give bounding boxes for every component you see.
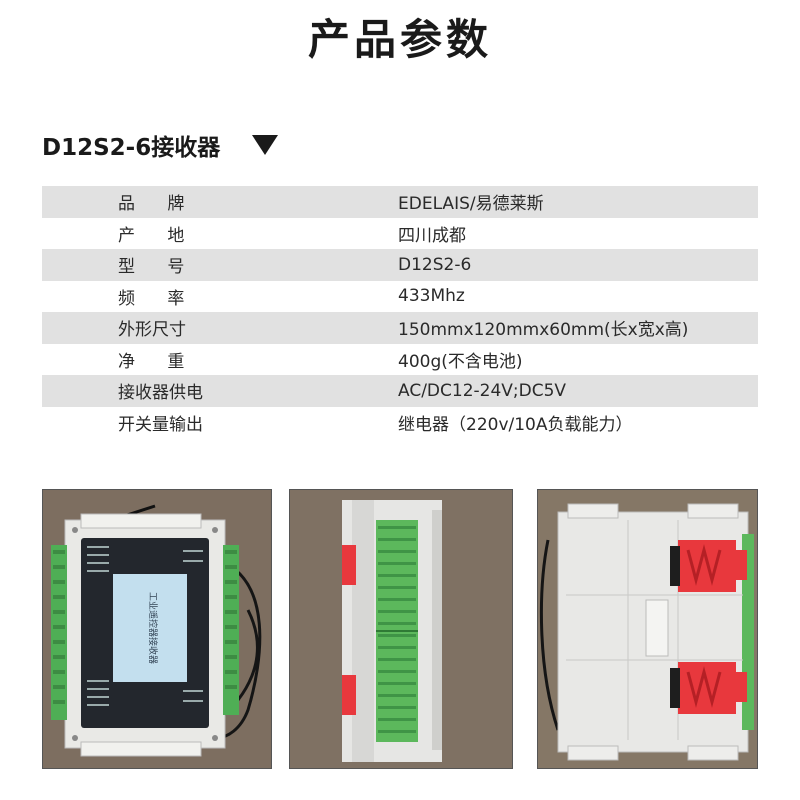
product-photo-side — [289, 489, 513, 769]
page-title: 产品参数 — [307, 15, 492, 64]
spec-row: 开关量输出 继电器（220v/10A负载能力） — [42, 407, 758, 439]
spec-value: D12S2-6 — [398, 254, 472, 275]
spec-key: 品 牌 — [118, 194, 185, 215]
product-photo-back — [537, 489, 758, 769]
spec-table: 品 牌 EDELAIS/易德莱斯 产 地 四川成都 型 号 D12S2-6 频 … — [42, 186, 758, 438]
spec-row: 产 地 四川成都 — [42, 218, 758, 250]
spec-key: 接收器供电 — [118, 383, 203, 404]
spec-key: 净 重 — [118, 351, 185, 372]
spec-value: AC/DC12-24V;DC5V — [398, 380, 567, 401]
spec-key: 型 号 — [118, 257, 185, 278]
spec-value: 150mmx120mmx60mm(长x宽x高) — [398, 320, 689, 341]
spec-row: 接收器供电 AC/DC12-24V;DC5V — [42, 375, 758, 407]
section-heading-text: D12S2-6接收器 — [42, 135, 221, 161]
spec-value: 433Mhz — [398, 286, 465, 307]
spec-key: 产 地 — [118, 225, 185, 246]
spec-key: 频 率 — [118, 288, 185, 309]
device-label: 工业遥控器接收器 — [147, 592, 159, 664]
spec-row: 外形尺寸 150mmx120mmx60mm(长x宽x高) — [42, 312, 758, 344]
spec-value: EDELAIS/易德莱斯 — [398, 194, 544, 215]
spec-value: 400g(不含电池) — [398, 351, 523, 372]
section-heading: D12S2-6接收器 — [42, 128, 279, 162]
spec-row: 型 号 D12S2-6 — [42, 249, 758, 281]
spec-key: 外形尺寸 — [118, 320, 186, 341]
spec-value: 继电器（220v/10A负载能力） — [398, 414, 633, 435]
spec-row: 品 牌 EDELAIS/易德莱斯 — [42, 186, 758, 218]
spec-value: 四川成都 — [398, 225, 466, 246]
spec-row: 净 重 400g(不含电池) — [42, 344, 758, 376]
triangle-down-icon — [252, 135, 279, 155]
product-photo-front: 工业遥控器接收器 — [42, 489, 272, 769]
spec-key: 开关量输出 — [118, 414, 203, 435]
spec-row: 频 率 433Mhz — [42, 281, 758, 313]
